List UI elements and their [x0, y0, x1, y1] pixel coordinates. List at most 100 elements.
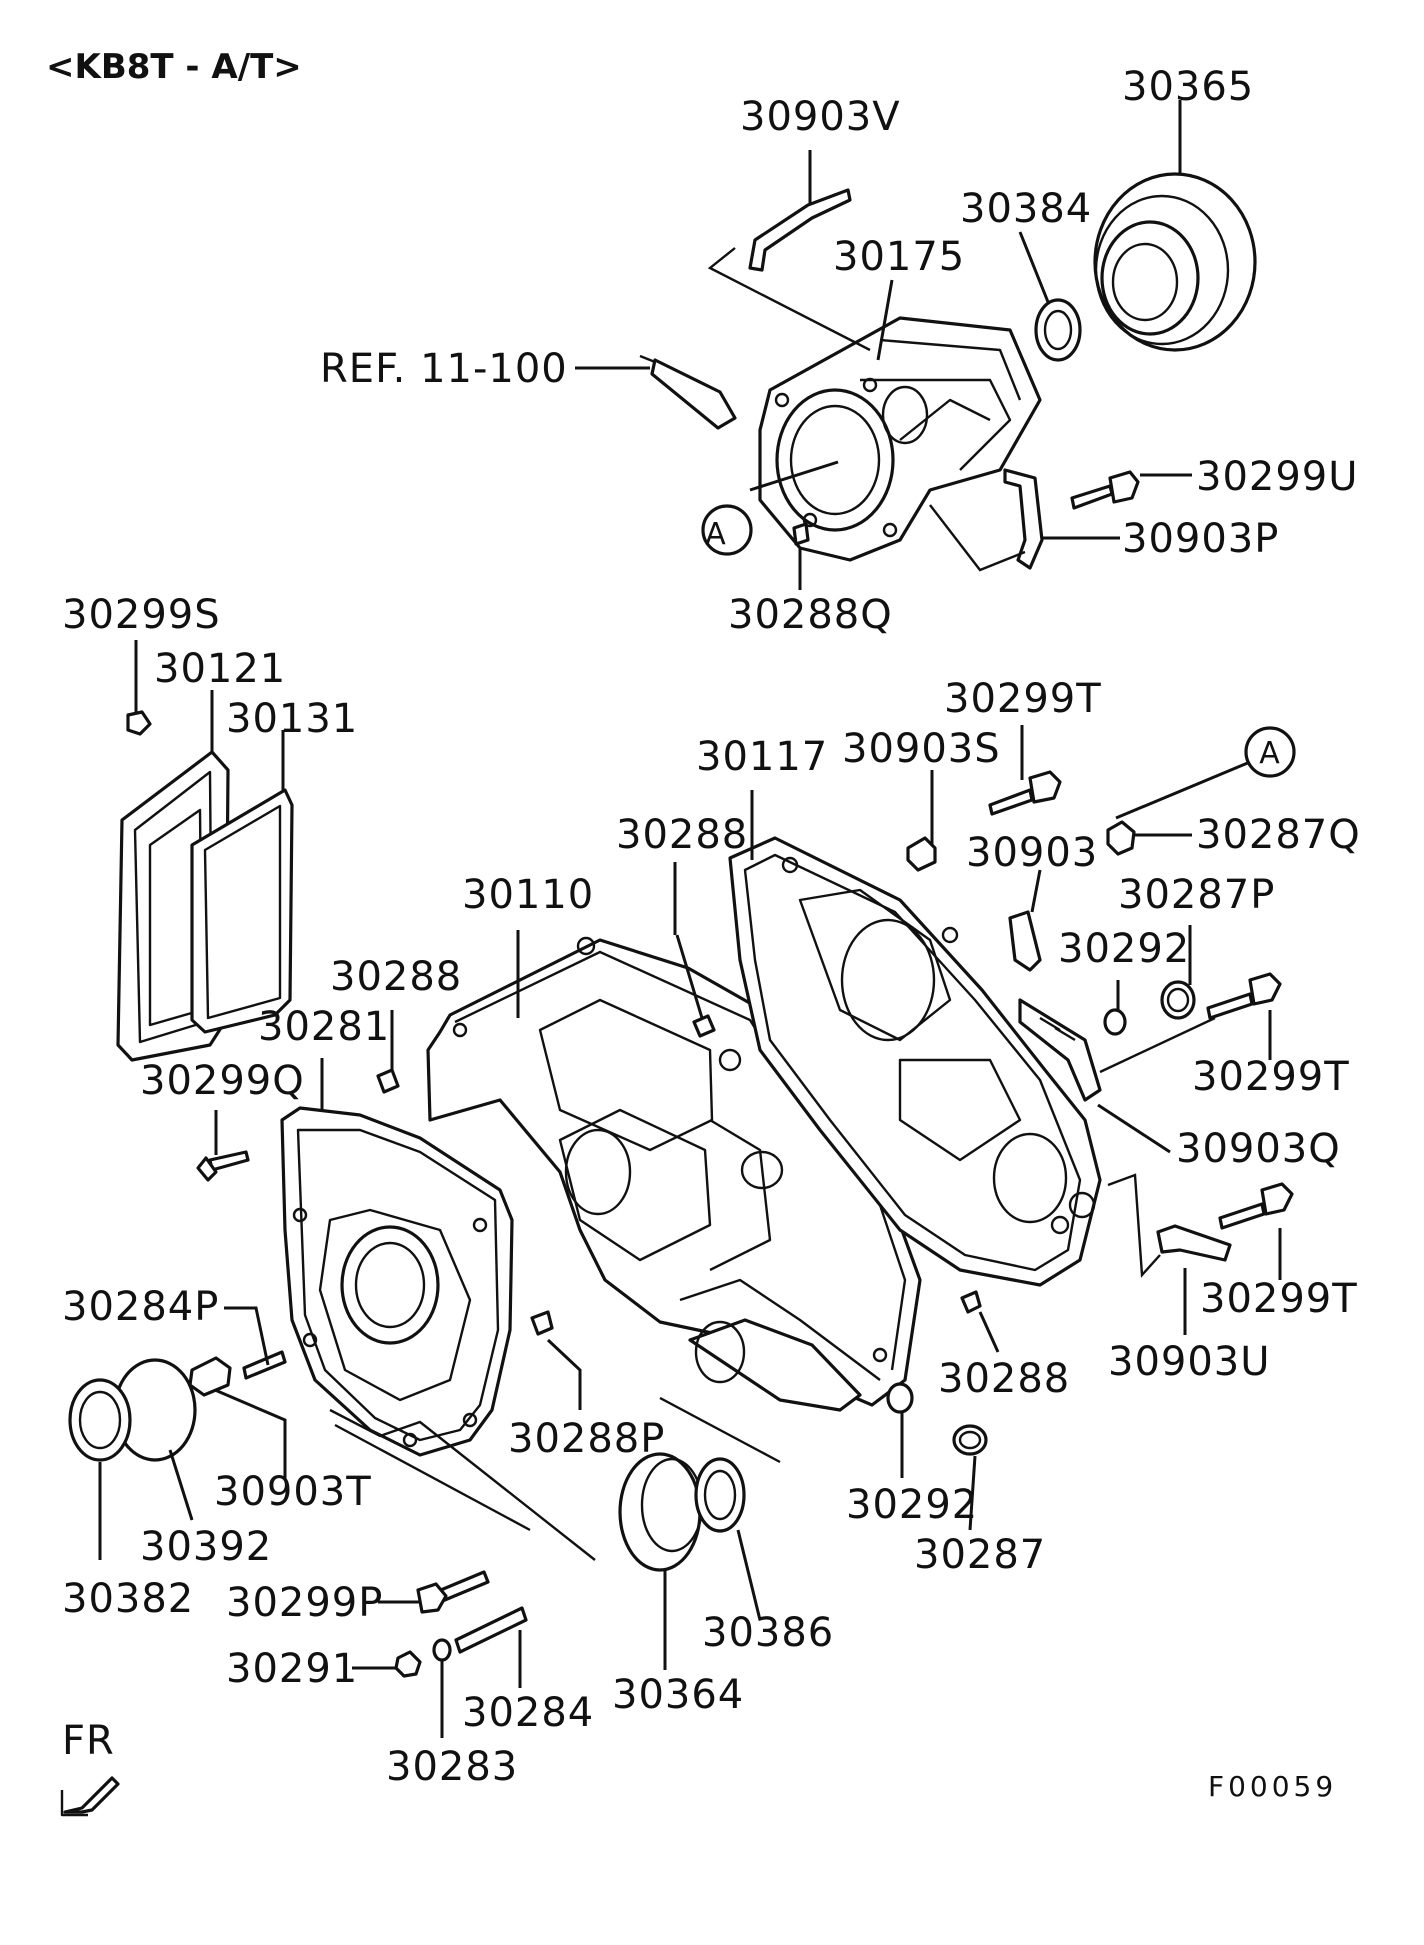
- label-30903V: 30903V: [740, 94, 901, 140]
- line-30903: [1030, 869, 1042, 913]
- bolt-30299P: [416, 1570, 490, 1614]
- dash-housing-lower: [329, 1408, 596, 1561]
- label-30903Q: 30903Q: [1176, 1126, 1341, 1172]
- bolt-30299T-a: [988, 770, 1062, 816]
- bolt-30299T-b: [1206, 972, 1282, 1020]
- sensor-ref-11-100: [639, 354, 737, 430]
- variant-title: <KB8T - A/T>: [46, 47, 302, 87]
- label-30284P: 30284P: [62, 1284, 219, 1330]
- label-30288P: 30288P: [508, 1416, 665, 1462]
- leader-30903P: [929, 504, 1026, 572]
- label-30299T-b: 30299T: [1192, 1054, 1350, 1100]
- line-callout-a-mid: [1115, 760, 1251, 820]
- figure-code: F00059: [1208, 1770, 1337, 1803]
- bolt-30299T-c: [1218, 1182, 1294, 1230]
- plug-30287: [952, 1424, 988, 1456]
- callout-a-mid: [1244, 726, 1296, 778]
- bracket-30903S: [906, 836, 937, 872]
- label-30288Q: 30288Q: [728, 592, 893, 638]
- label-30903P: 30903P: [1122, 516, 1279, 562]
- bearing-30365: [1093, 172, 1257, 352]
- label-30175: 30175: [833, 234, 965, 280]
- label-30288-b: 30288: [330, 954, 462, 1000]
- dash-housing-lower2: [334, 1423, 531, 1532]
- label-30292-a: 30292: [1058, 926, 1190, 972]
- extension-housing-30175: [758, 316, 1042, 562]
- dowel-30288-c: [960, 1290, 982, 1314]
- label-30384: 30384: [960, 186, 1092, 232]
- bolt-30299Q: [196, 1150, 250, 1182]
- bracket-30903U: [1156, 1224, 1232, 1262]
- label-30392: 30392: [140, 1524, 272, 1570]
- line-30175: [876, 279, 894, 361]
- callout-a-top: [701, 504, 753, 556]
- converter-housing-30281: [280, 1106, 514, 1457]
- line-30384: [1018, 231, 1050, 303]
- label-30287P: 30287P: [1118, 872, 1275, 918]
- nut-30291: [394, 1650, 422, 1678]
- callout-a-mid-label: A: [1259, 736, 1281, 771]
- dowel-30288-b: [376, 1068, 400, 1094]
- dowel-30288-a: [692, 1014, 716, 1038]
- bracket-30903Q: [1018, 998, 1102, 1102]
- label-30903: 30903: [966, 830, 1098, 876]
- bolt-30284P: [242, 1350, 287, 1380]
- label-30287: 30287: [914, 1532, 1046, 1578]
- label-30299T-c: 30299T: [1200, 1276, 1358, 1322]
- callout-a-top-label: A: [705, 517, 727, 552]
- label-30365: 30365: [1122, 64, 1254, 110]
- label-30131: 30131: [226, 696, 358, 742]
- label-30382: 30382: [62, 1576, 194, 1622]
- stud-30284: [454, 1606, 528, 1654]
- gasket-30131: [190, 788, 294, 1034]
- washer-30292-b: [886, 1382, 914, 1414]
- label-30283: 30283: [386, 1744, 518, 1790]
- line-30903T: [214, 1388, 287, 1480]
- label-30299S: 30299S: [62, 592, 221, 638]
- dash-30299T-b: [1099, 1016, 1216, 1074]
- label-30903S: 30903S: [842, 726, 1001, 772]
- label-30121: 30121: [154, 646, 286, 692]
- label-30386: 30386: [702, 1610, 834, 1656]
- seal-30384: [1034, 298, 1082, 362]
- plug-30287Q: [1106, 820, 1136, 856]
- bolt-30299S: [126, 710, 152, 736]
- line-30288-c: [978, 1311, 1000, 1353]
- dash-30903U: [1107, 1173, 1161, 1278]
- line-30284P: [224, 1306, 270, 1366]
- oil-seal-30386: [694, 1457, 746, 1533]
- line-30288P: [546, 1338, 582, 1410]
- label-30299U: 30299U: [1196, 454, 1359, 500]
- line-callout-a-top: [749, 460, 839, 492]
- seal-30382: [68, 1378, 132, 1462]
- bolt-30299U: [1070, 470, 1140, 510]
- line-30287: [968, 1455, 977, 1531]
- front-arrow-icon: [60, 1776, 120, 1817]
- label-30117: 30117: [696, 734, 828, 780]
- dowel-30288P: [530, 1310, 554, 1336]
- bracket-30903P: [1003, 468, 1044, 570]
- bracket-30903V: [748, 188, 852, 272]
- label-30287Q: 30287Q: [1196, 812, 1361, 858]
- label-30288-c: 30288: [938, 1356, 1070, 1402]
- pin-30288Q: [792, 522, 810, 546]
- line-30386: [736, 1529, 762, 1621]
- bracket-30903T: [188, 1356, 232, 1397]
- bracket-30903: [1008, 910, 1042, 972]
- label-30288-a: 30288: [616, 812, 748, 858]
- transmission-case-30110: [426, 936, 922, 1412]
- label-30903U: 30903U: [1108, 1339, 1271, 1385]
- label-30364: 30364: [612, 1672, 744, 1718]
- line-30903Q: [1097, 1103, 1171, 1154]
- line-30288-a2: [675, 934, 704, 1019]
- plug-30287P: [1160, 980, 1196, 1020]
- label-30110: 30110: [462, 872, 594, 918]
- leader-30903V: [707, 247, 871, 352]
- dash-seal: [659, 1396, 781, 1464]
- case-cover-30117: [728, 836, 1102, 1287]
- label-ref: REF. 11-100: [320, 346, 568, 392]
- label-30903T: 30903T: [214, 1469, 372, 1515]
- label-30299Q: 30299Q: [140, 1058, 305, 1104]
- label-30292-b: 30292: [846, 1482, 978, 1528]
